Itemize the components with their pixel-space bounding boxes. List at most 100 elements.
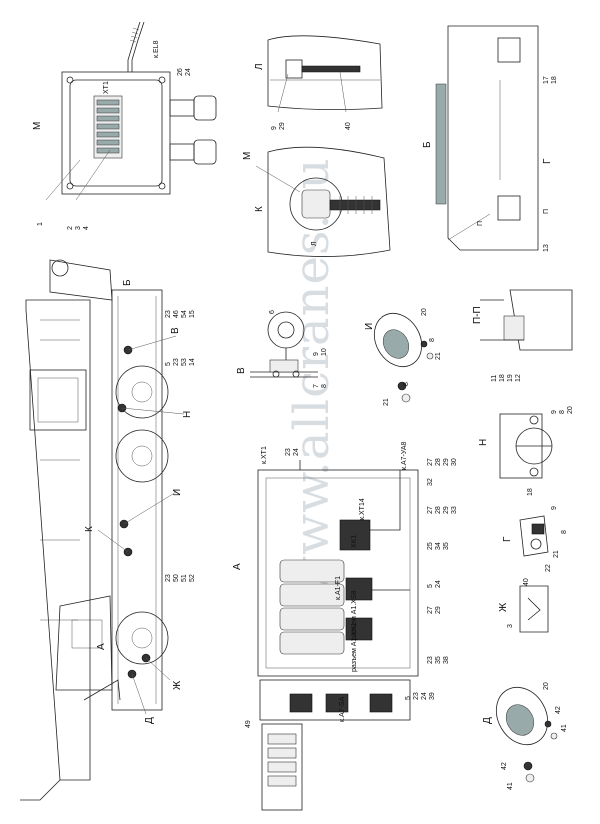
ref-53: 53 xyxy=(181,358,188,366)
ref-21-i2: 21 xyxy=(383,398,390,406)
ref-34: 34 xyxy=(435,542,442,550)
ref-5-c: 5 xyxy=(405,696,412,700)
ref-23-c: 23 xyxy=(165,574,172,582)
ref-3: 3 xyxy=(75,226,82,230)
label-cable-a7-sa: к.A7-SA xyxy=(339,696,346,722)
ref-38: 38 xyxy=(443,656,450,664)
ref-23-a: 23 xyxy=(165,310,172,318)
view-a-panel: А к.XT1 23 24 к.A7-УА8 27 28 29 30 32 27… xyxy=(232,441,458,811)
ref-3-zh: 3 xyxy=(507,624,514,628)
ref-2: 2 xyxy=(67,226,74,230)
ref-9-l: 9 xyxy=(271,126,278,130)
label-view-d: Д xyxy=(482,717,493,724)
ref-20-i: 20 xyxy=(421,308,428,316)
ref-14: 14 xyxy=(189,358,196,366)
label-view-a-main: А xyxy=(96,643,107,650)
ref-19: 19 xyxy=(507,374,514,382)
ref-27-c: 27 xyxy=(427,606,434,614)
ref-54: 54 xyxy=(181,310,188,318)
ref-8-n: 8 xyxy=(559,410,566,414)
ref-27-b: 27 xyxy=(427,506,434,514)
ref-9-v: 9 xyxy=(313,352,320,356)
label-view-n-main: Н xyxy=(182,411,193,418)
label-view-i: И xyxy=(364,323,375,330)
label-cable-a1-f1: к.A1-F1 xyxy=(335,576,342,600)
section-pp-bracket: П-П 11 18 19 12 xyxy=(472,289,573,382)
view-n-clamp: Н 9 8 20 18 xyxy=(478,406,574,496)
ref-24-b: 24 xyxy=(435,580,442,588)
label-view-n: Н xyxy=(478,439,489,446)
ref-29-c: 29 xyxy=(435,606,442,614)
ref-46: 46 xyxy=(173,310,180,318)
label-view-v-main: В xyxy=(170,327,181,334)
ref-20-d: 20 xyxy=(543,682,550,690)
ref-18-pp: 18 xyxy=(499,374,506,382)
label-view-i-main: И xyxy=(172,489,183,496)
view-zh-bracket: Ж 40 3 xyxy=(498,578,549,633)
ref-24-c: 24 xyxy=(421,692,428,700)
ref-1: 1 xyxy=(37,222,44,226)
ref-42-d: 42 xyxy=(555,706,562,714)
label-view-m-callout: М xyxy=(242,152,253,160)
label-cable-xt1: к.XT1 xyxy=(261,446,268,464)
label-cable-xt14: к.XT14 xyxy=(359,498,366,520)
ref-15: 15 xyxy=(189,310,196,318)
label-view-g-b: Г xyxy=(542,158,553,164)
ref-7: 7 xyxy=(313,384,320,388)
ref-22: 22 xyxy=(545,564,552,572)
ref-17: 17 xyxy=(543,76,550,84)
ref-51: 51 xyxy=(181,574,188,582)
label-arrow-l: Л xyxy=(311,241,318,246)
ref-8-i2: 8 xyxy=(403,382,410,386)
label-connector-a1-xk1: разъем A1.XK1 xyxy=(351,622,358,672)
ref-32: 32 xyxy=(427,478,434,486)
ref-9-n: 9 xyxy=(551,410,558,414)
ref-13: 13 xyxy=(543,244,550,252)
ref-52: 52 xyxy=(189,574,196,582)
view-m-junction-box: М 1 2 3 4 26 24 к.EL8 XT1 xyxy=(32,21,217,230)
label-section-pp: П-П xyxy=(472,306,483,324)
ref-12: 12 xyxy=(515,374,522,382)
ref-40-zh: 40 xyxy=(523,578,530,586)
label-view-m: М xyxy=(32,122,43,130)
ref-23-e: 23 xyxy=(413,692,420,700)
label-view-b: Б xyxy=(422,141,433,148)
label-cable-el8: к.EL8 xyxy=(153,40,160,58)
ref-23-d: 23 xyxy=(427,656,434,664)
ref-18-n: 18 xyxy=(527,488,534,496)
view-b-tank: Б 17 18 13 Г П П xyxy=(422,25,558,252)
view-g-sensor: Г 9 8 21 22 xyxy=(502,506,568,572)
ref-8-v: 8 xyxy=(321,384,328,388)
label-section-p-left: П xyxy=(477,221,484,226)
ref-29-a: 29 xyxy=(443,458,450,466)
ref-9-g: 9 xyxy=(551,506,558,510)
ref-39: 39 xyxy=(429,692,436,700)
ref-18-b: 18 xyxy=(551,76,558,84)
ref-35-a: 35 xyxy=(443,542,450,550)
ref-25: 25 xyxy=(427,542,434,550)
label-connector-a1-xs8: разъем A1.XS8 xyxy=(351,590,358,640)
label-view-a: А xyxy=(232,563,243,570)
ref-41-d2: 41 xyxy=(507,782,514,790)
view-i-grille: И 20 8 21 21 8 xyxy=(364,308,442,406)
ref-29-l: 29 xyxy=(279,122,286,130)
ref-23-p: 23 xyxy=(285,448,292,456)
ref-11: 11 xyxy=(491,375,498,382)
ref-29-b: 29 xyxy=(443,506,450,514)
ref-5-b: 5 xyxy=(427,584,434,588)
ref-33: 33 xyxy=(451,506,458,514)
ref-20-n: 20 xyxy=(567,406,574,414)
ref-26: 26 xyxy=(177,68,184,76)
label-view-zh: Ж xyxy=(498,602,509,612)
label-xt1: XT1 xyxy=(103,81,110,94)
ref-27-a: 27 xyxy=(427,458,434,466)
label-view-b-main: Б xyxy=(122,279,133,286)
ref-30-a: 30 xyxy=(451,458,458,466)
ref-35-b: 35 xyxy=(435,656,442,664)
ref-8-g: 8 xyxy=(561,530,568,534)
ref-8-i: 8 xyxy=(429,338,436,342)
ref-24-p: 24 xyxy=(293,448,300,456)
view-k-detail: К М Л xyxy=(242,146,391,257)
ref-49: 49 xyxy=(245,720,252,728)
ref-50: 50 xyxy=(173,574,180,582)
